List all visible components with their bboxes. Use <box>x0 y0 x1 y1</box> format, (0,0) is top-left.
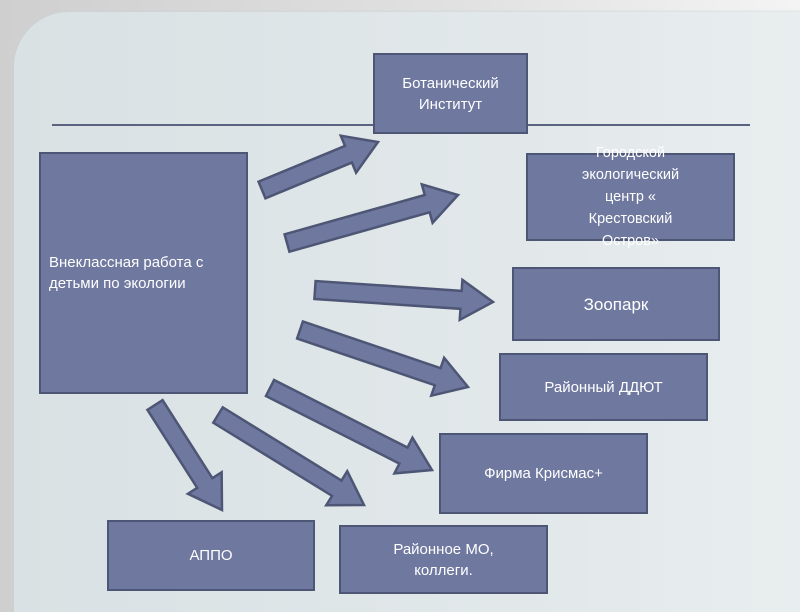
arrow-icon-to-botanical <box>256 134 381 200</box>
arrow-icon-to-eco-center <box>283 182 461 254</box>
source-label: Внеклассная работа с детьми по экологии <box>49 254 204 292</box>
box-mo: Районное МО, коллеги. <box>339 525 548 594</box>
box-botanical: Ботанический Институт <box>373 53 528 134</box>
arrow-icon-to-mo <box>211 405 367 507</box>
box-appo: АППО <box>107 520 315 591</box>
arrow-icon-to-krismas <box>264 378 435 475</box>
box-zoo: Зоопарк <box>512 267 720 341</box>
arrow-icon-to-ddyut <box>295 319 471 398</box>
arrow-icon-to-appo <box>145 398 224 512</box>
arrow-icon-to-zoo <box>313 277 496 322</box>
box-krismas: Фирма Крисмас+ <box>439 433 648 514</box>
box-ddyut: Районный ДДЮТ <box>499 353 708 421</box>
source-box: Внеклассная работа с детьми по экологии <box>39 152 248 394</box>
box-eco-center: Городской экологический центр « Крестовс… <box>526 145 735 249</box>
